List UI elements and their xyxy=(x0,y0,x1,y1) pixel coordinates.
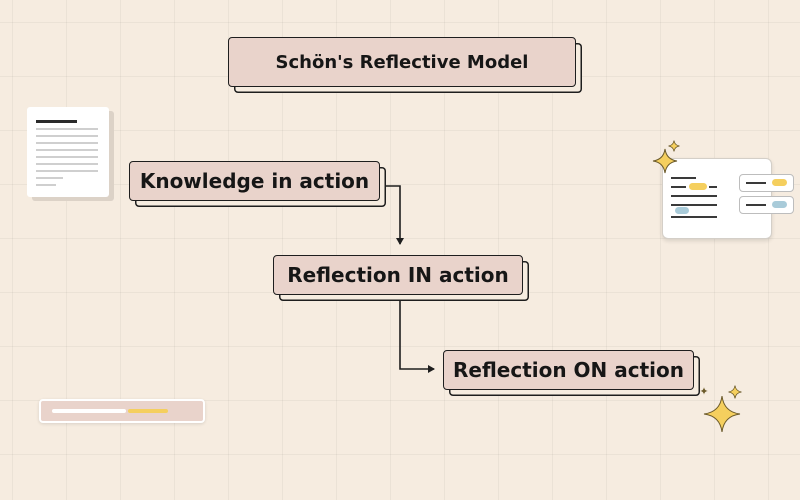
edge-reflection-in-to-reflection-on xyxy=(399,299,435,373)
node-reflection-in-action: Reflection IN action xyxy=(273,255,523,295)
node-knowledge-in-action: Knowledge in action xyxy=(129,161,380,201)
progress-bar-icon xyxy=(39,399,205,423)
node-label: Reflection ON action xyxy=(452,358,684,382)
edge-knowledge-to-reflection-in xyxy=(378,185,404,245)
form-chip-blue-icon xyxy=(739,196,794,214)
node-label: Knowledge in action xyxy=(139,169,370,193)
diagram-title-text: Schön's Reflective Model xyxy=(275,51,529,73)
document-icon xyxy=(27,107,109,197)
node-reflection-on-action: Reflection ON action xyxy=(443,350,694,390)
form-chip-yellow-icon xyxy=(739,174,794,192)
sparkle-small-icon xyxy=(728,385,742,399)
sparkle-tiny-icon xyxy=(700,387,708,395)
node-label: Reflection IN action xyxy=(287,263,509,287)
diagram-title: Schön's Reflective Model xyxy=(228,37,576,87)
sparkle-icon xyxy=(652,148,678,174)
sparkle-small-icon xyxy=(668,140,680,152)
sparkle-large-icon xyxy=(703,395,741,433)
